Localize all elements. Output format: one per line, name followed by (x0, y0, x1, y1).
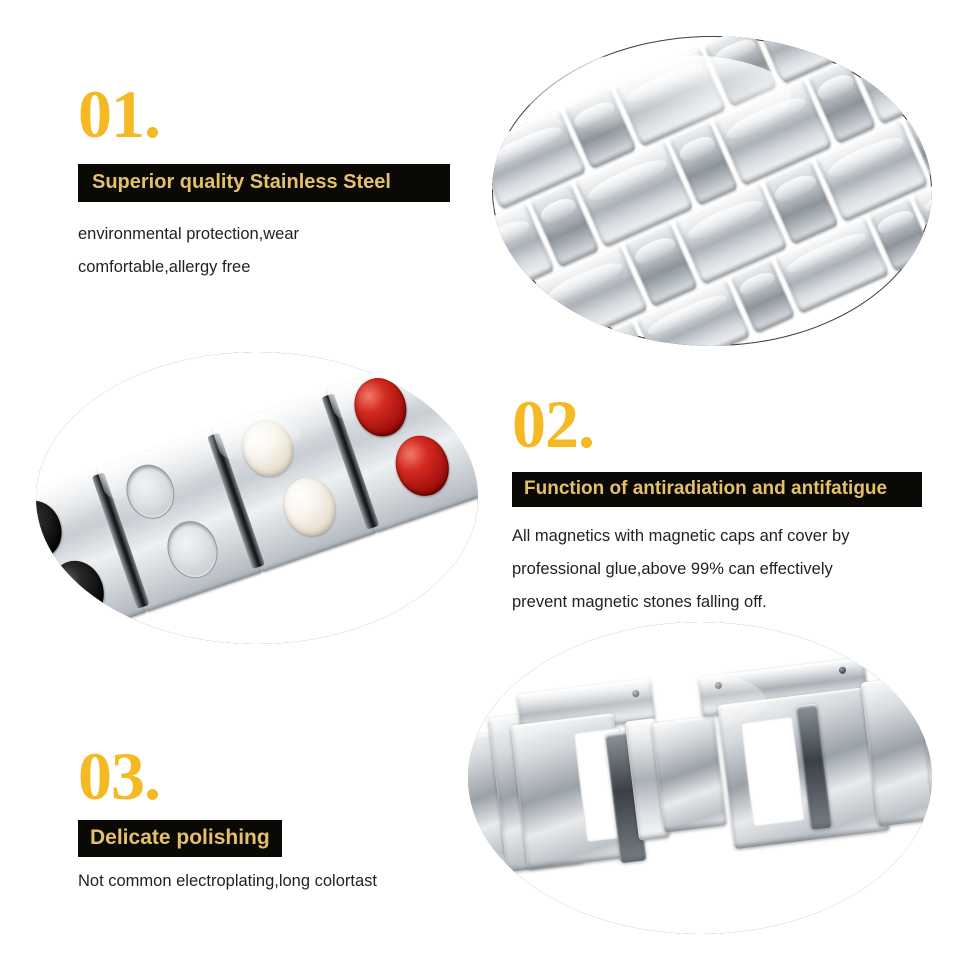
section-01-body: environmental protection,wear comfortabl… (78, 218, 450, 284)
magnet-stone-white (275, 470, 343, 544)
folding-clasp-photo (468, 622, 932, 934)
section-02-body-line-3: prevent magnetic stones falling off. (512, 593, 767, 611)
section-01-body-line-1: environmental protection,wear (78, 225, 300, 243)
section-02-number: 02. (512, 386, 595, 462)
section-03-banner: Delicate polishing (78, 820, 282, 857)
magnet-socket-empty (159, 514, 226, 585)
magnet-stone-black (36, 494, 69, 565)
section-02-banner: Function of antiradiation and antifatigu… (512, 472, 922, 507)
section-02-body: All magnetics with magnetic caps anf cov… (512, 520, 922, 619)
stainless-steel-bracelet-links-photo (492, 36, 932, 346)
section-01-text: 01. Superior quality Stainless Steel env… (78, 80, 450, 284)
section-02-body-line-2: professional glue,above 99% can effectiv… (512, 560, 833, 578)
magnetic-stones-bracelet-photo (36, 352, 478, 644)
magnet-stone-red (387, 428, 457, 504)
clasp-center-bridge (651, 715, 727, 833)
magnet-socket-empty (119, 458, 182, 526)
section-01-banner: Superior quality Stainless Steel (78, 164, 450, 202)
section-01-body-line-2: comfortable,allergy free (78, 258, 251, 276)
section-03-number: 03. (78, 738, 161, 814)
section-02-body-line-1: All magnetics with magnetic caps anf cov… (512, 527, 850, 545)
section-01-number: 01. (78, 76, 161, 152)
magnet-stone-black (42, 553, 112, 629)
section-02-text: 02. Function of antiradiation and antifa… (512, 390, 922, 619)
section-03-body: Not common electroplating,long colortast (78, 865, 377, 898)
magnet-stone-red (346, 370, 414, 444)
magnet-stone-white (234, 412, 301, 484)
section-03-body-line-1: Not common electroplating,long colortast (78, 872, 377, 890)
section-03-text: 03. Delicate polishing Not common electr… (78, 742, 377, 898)
